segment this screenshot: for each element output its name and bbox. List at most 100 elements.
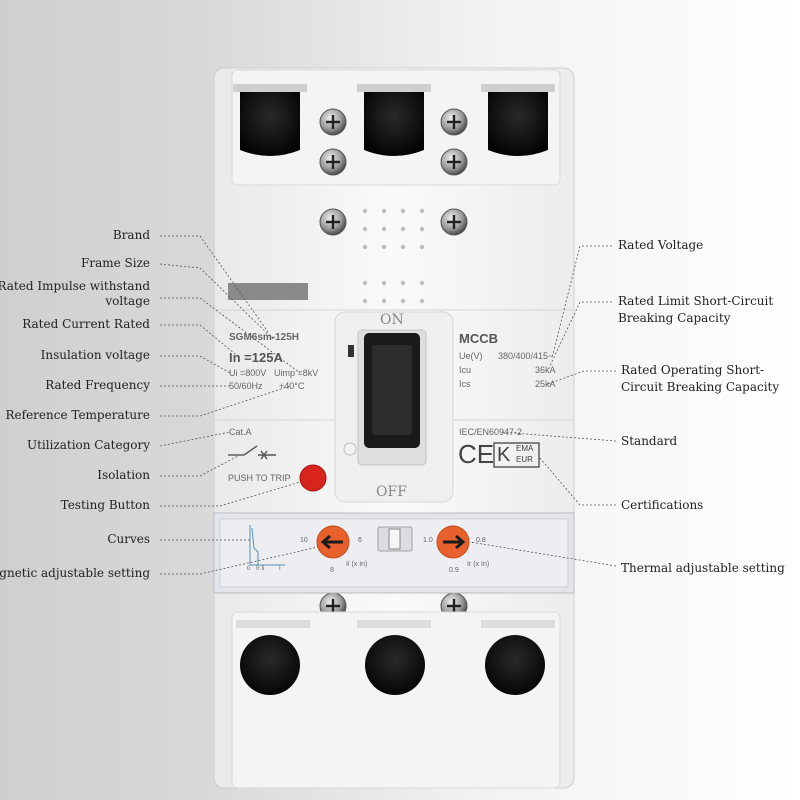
callout-leader-line xyxy=(539,457,616,506)
callout-leader-line xyxy=(547,301,612,371)
vent-dot xyxy=(400,298,406,304)
label-limit-sc-1: Rated Limit Short-Circuit xyxy=(618,294,774,308)
label-testing-button: Testing Button xyxy=(60,498,150,512)
label-limit-sc-2: Breaking Capacity xyxy=(618,311,731,325)
vent-dot xyxy=(362,244,368,250)
impulse-voltage-text: Uimp =8kV xyxy=(274,368,319,378)
screw-icon xyxy=(440,148,468,176)
vent-dot xyxy=(400,244,406,250)
bottom-terminal-block xyxy=(231,611,561,789)
standard-text: IEC/EN60947-2 xyxy=(459,427,523,437)
vent-dot xyxy=(362,298,368,304)
vent-dot xyxy=(381,280,387,286)
screw-icon xyxy=(319,108,347,136)
bottom-terminal-hole-2 xyxy=(365,635,425,695)
screw-icon xyxy=(440,108,468,136)
kema-k: K xyxy=(497,444,511,466)
vent-dot xyxy=(362,280,368,286)
label-temperature: Reference Temperature xyxy=(5,408,151,422)
magnetic-dial-arrow-icon xyxy=(320,534,343,550)
bottom-terminal-hole-3 xyxy=(485,635,545,695)
label-standard: Standard xyxy=(621,434,678,448)
callout-leader-line xyxy=(547,370,616,385)
vent-dot xyxy=(419,280,425,286)
screw-icon xyxy=(319,148,347,176)
vent-dot xyxy=(419,298,425,304)
callout-leader-line xyxy=(160,297,301,374)
kema-mark-icon xyxy=(493,442,540,468)
icu-label: Icu xyxy=(459,365,472,375)
insulation-voltage-text: Ui =800V xyxy=(229,368,267,378)
screw-icon xyxy=(319,208,347,236)
mag-scale-left: 10 xyxy=(300,537,308,544)
vent-dot xyxy=(400,226,406,232)
ue-value: 380/400/415~ xyxy=(498,351,554,361)
callout-leader-line xyxy=(499,431,617,442)
push-to-trip-button[interactable] xyxy=(299,464,327,492)
callout-leader-line xyxy=(551,245,612,359)
vent-dot xyxy=(362,208,368,214)
vent-dot xyxy=(381,208,387,214)
brand-bar xyxy=(228,283,308,300)
label-frame-size: Frame Size xyxy=(81,256,150,270)
top-terminal-hole-1 xyxy=(240,90,300,156)
label-thermal: Thermal adjustable setting xyxy=(621,561,785,575)
vent-holes xyxy=(362,208,425,304)
mag-scale-unit: Ii (x In) xyxy=(346,561,368,568)
callout-leader-line xyxy=(160,385,291,417)
ce-mark-icon: CE xyxy=(458,439,494,469)
curve-tick-c: I xyxy=(279,566,281,572)
label-frequency: Rated Frequency xyxy=(45,378,150,392)
top-terminal-hole-3 xyxy=(488,90,548,156)
kema-text-1: EMA xyxy=(516,444,534,453)
therm-scale-left: 1.0 xyxy=(423,537,433,544)
vent-dot xyxy=(419,226,425,232)
label-operating-sc-2: Circuit Breaking Capacity xyxy=(621,380,780,394)
label-impulse-2: voltage xyxy=(105,294,150,308)
curve-tick-a: 0 xyxy=(247,566,251,572)
isolation-symbol-icon xyxy=(228,445,276,460)
callout-leader-line xyxy=(160,235,269,333)
bottom-terminal-hole-1 xyxy=(240,635,300,695)
label-insulation: Insulation voltage xyxy=(40,348,150,362)
vent-dot xyxy=(381,226,387,232)
label-curves: Curves xyxy=(107,532,150,546)
category-text: Cat.A xyxy=(229,427,252,437)
label-utilization: Utilization Category xyxy=(26,438,150,452)
vent-dot xyxy=(419,208,425,214)
label-magnetic: Magnetic adjustable setting xyxy=(0,566,150,580)
svg-text:CE: CE xyxy=(458,439,494,469)
vent-dot xyxy=(381,244,387,250)
top-terminal-hole-2 xyxy=(364,90,424,156)
model-text: SGM6sm-125H xyxy=(229,332,300,343)
label-brand: Brand xyxy=(112,228,150,242)
therm-scale-bottom: 0.9 xyxy=(449,567,459,574)
label-certifications: Certifications xyxy=(621,498,704,512)
icu-value: 36kA xyxy=(535,365,556,375)
vent-dot xyxy=(400,280,406,286)
ics-value: 25kA xyxy=(535,379,556,389)
mag-scale-bottom: 8 xyxy=(330,567,334,574)
mag-scale-right: 6 xyxy=(358,537,362,544)
vent-dot xyxy=(381,298,387,304)
ics-label: Ics xyxy=(459,379,471,389)
label-rated-voltage: Rated Voltage xyxy=(618,238,704,252)
callout-leader-line xyxy=(469,541,617,567)
vent-dot xyxy=(400,208,406,214)
off-label: OFF xyxy=(376,484,407,500)
on-label: ON xyxy=(380,312,404,328)
callout-leader-line xyxy=(160,324,241,359)
callout-leader-line xyxy=(159,263,275,341)
label-isolation: Isolation xyxy=(97,468,150,482)
thermal-dial-arrow-icon xyxy=(443,534,466,550)
temperature-text: +40°C xyxy=(279,381,305,391)
vent-dot xyxy=(362,226,368,232)
callout-leader-line xyxy=(160,546,319,575)
trip-curve-graph xyxy=(249,525,285,566)
frequency-text: 50/60Hz xyxy=(229,381,263,391)
rated-current-text: In =125A xyxy=(229,350,283,365)
callout-leader-line xyxy=(160,481,301,507)
therm-scale-right: 0.8 xyxy=(476,537,486,544)
